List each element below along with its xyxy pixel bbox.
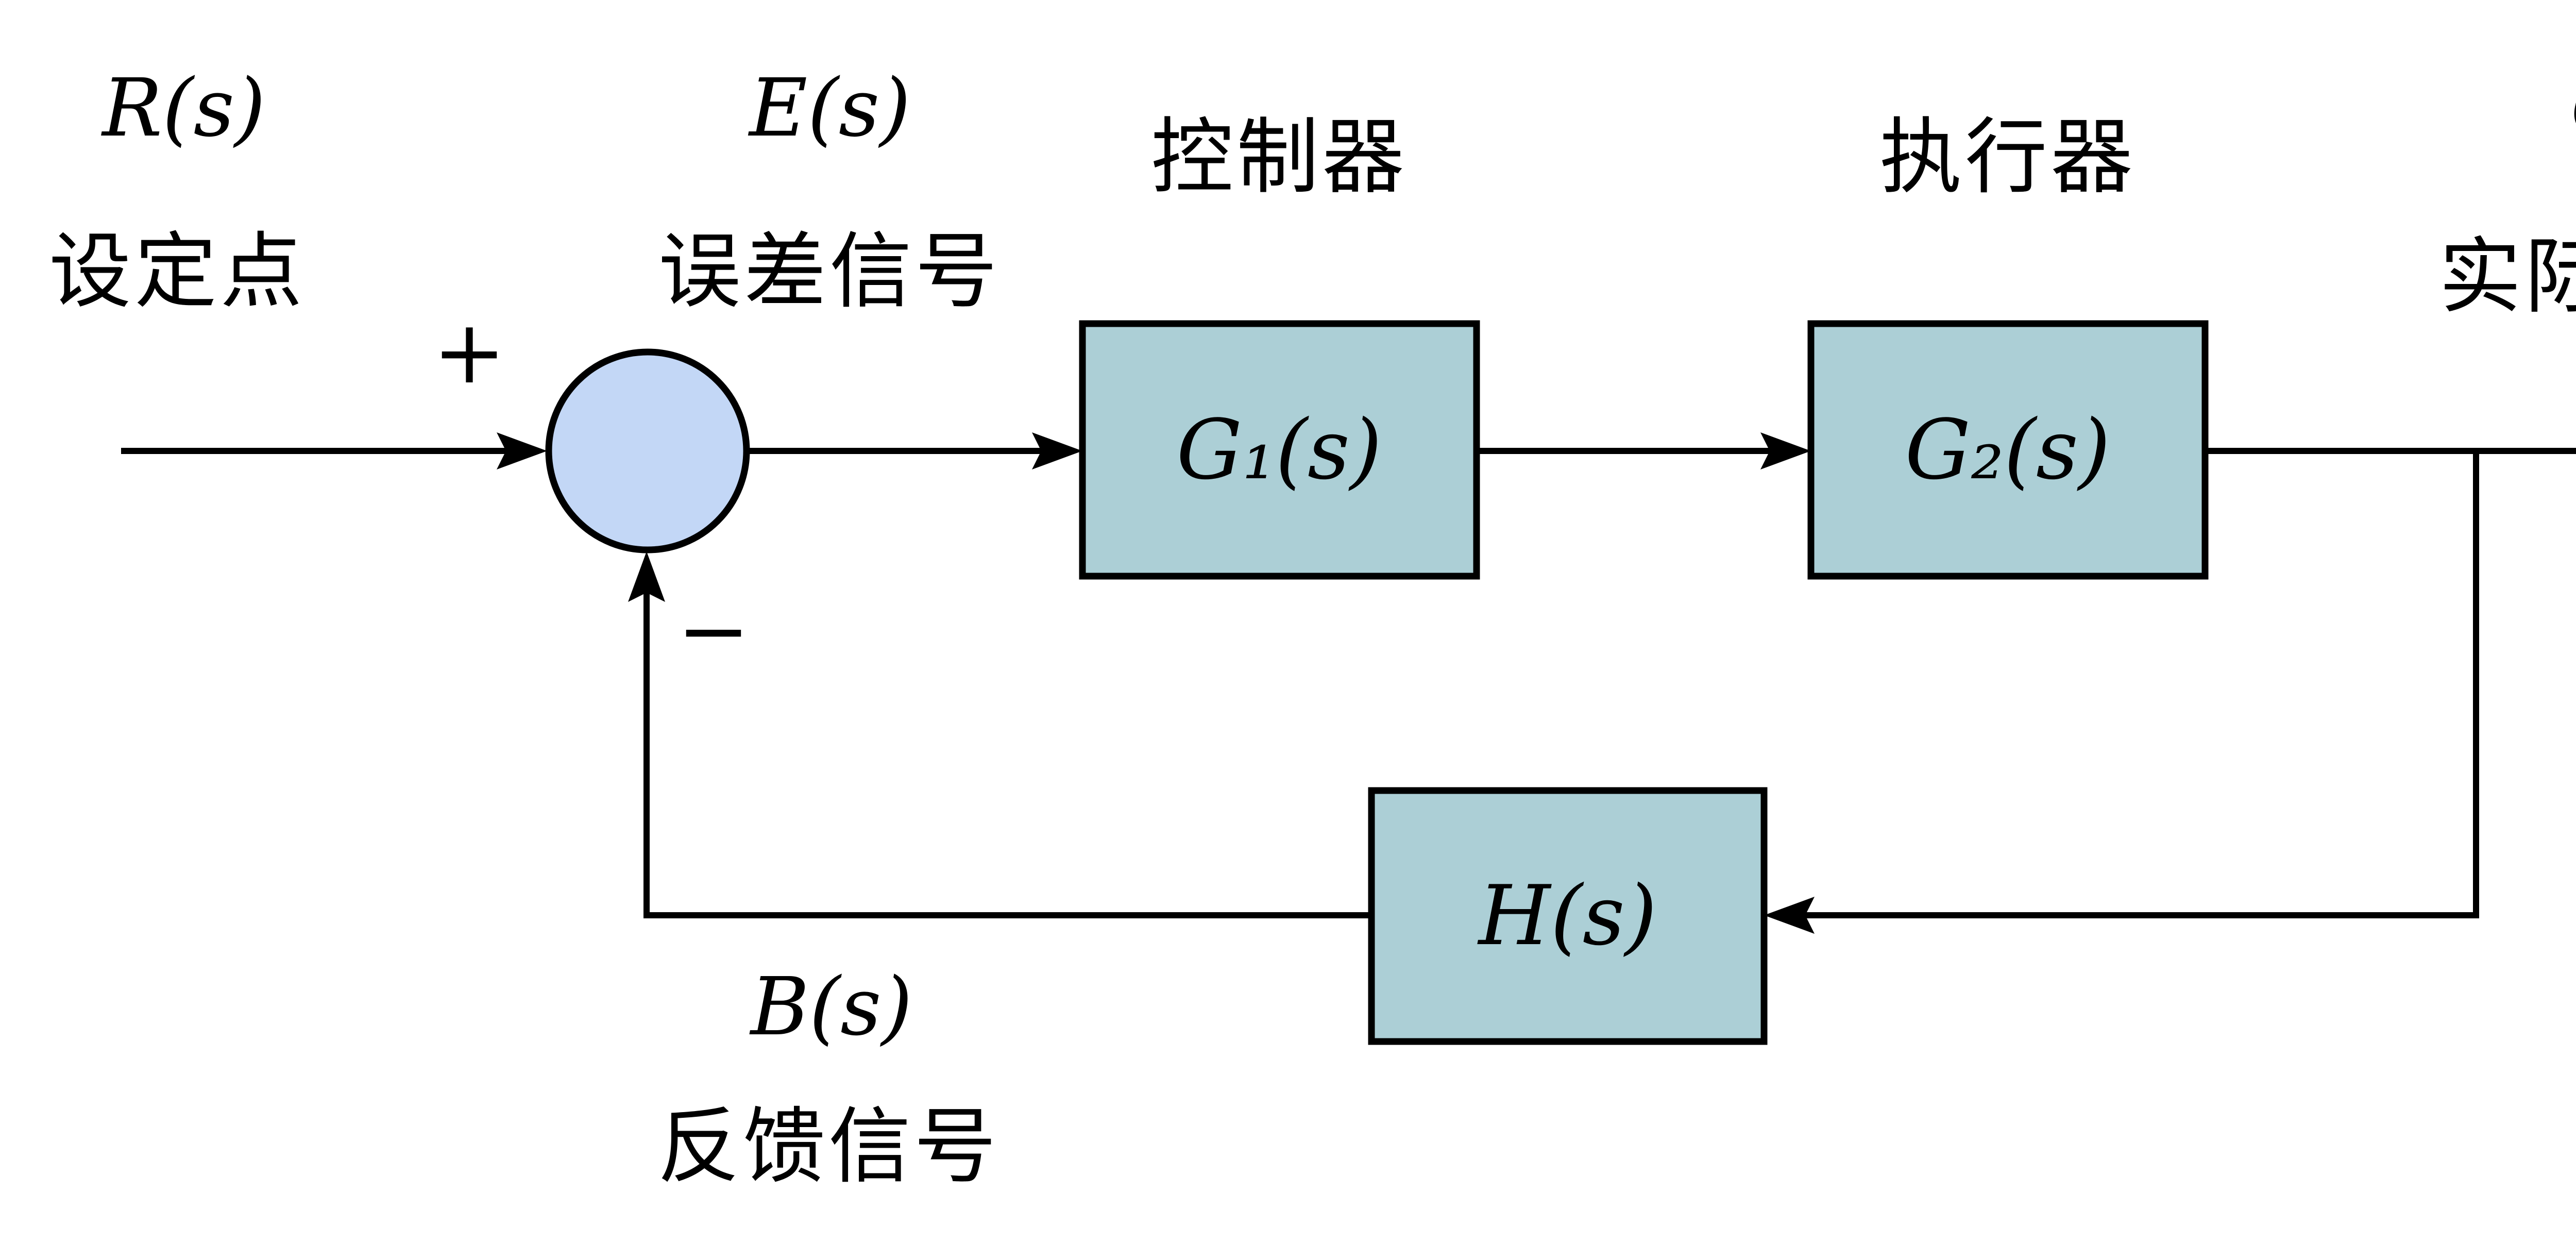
error-symbol: E(s) — [748, 61, 911, 155]
error-label: 误差信号 — [658, 226, 1001, 318]
actuator-label: G₂(s) — [1905, 401, 2111, 498]
minus-sign: − — [677, 580, 750, 682]
feedback-label: 反馈信号 — [657, 1101, 999, 1193]
sensor-block-group: H(s) — [1368, 787, 1768, 1045]
reference-symbol: R(s) — [100, 61, 265, 155]
actuator-caption: 执行器 — [1879, 112, 2136, 204]
sensor-label: H(s) — [1477, 867, 1657, 964]
controller-caption: 控制器 — [1151, 112, 1408, 204]
output-symbol: C(s) — [2570, 61, 2576, 155]
actuator-arrowhead-icon — [1760, 432, 1811, 469]
controller-block-group: G₁(s) 控制器 — [1079, 112, 1480, 580]
actuator-block — [1807, 320, 2209, 580]
sensor-block — [1368, 787, 1768, 1045]
feedback-path — [628, 451, 2479, 934]
feedback-branch-line — [1773, 451, 2479, 918]
controller-label: G₁(s) — [1177, 401, 1382, 498]
actuator-block-group: G₂(s) 执行器 — [1807, 112, 2209, 580]
feedback-symbol: B(s) — [749, 960, 912, 1053]
feedback-return-line — [643, 567, 1371, 918]
plus-sign: + — [433, 301, 506, 404]
error-arrowhead-icon — [1032, 432, 1082, 469]
feedback-arrowhead-icon — [628, 551, 665, 602]
controller-block — [1079, 320, 1480, 580]
summing-junction — [545, 348, 750, 553]
forward-path — [121, 432, 2576, 469]
signal-annotations: R(s) 设定点 E(s) 误差信号 C(s) 实际输出点 B(s) 反馈信号 — [49, 61, 2576, 1193]
input-arrowhead-icon — [497, 432, 547, 469]
sensor-arrowhead-icon — [1764, 897, 1815, 934]
reference-label: 设定点 — [49, 226, 306, 318]
output-label: 实际输出点 — [2439, 231, 2576, 323]
